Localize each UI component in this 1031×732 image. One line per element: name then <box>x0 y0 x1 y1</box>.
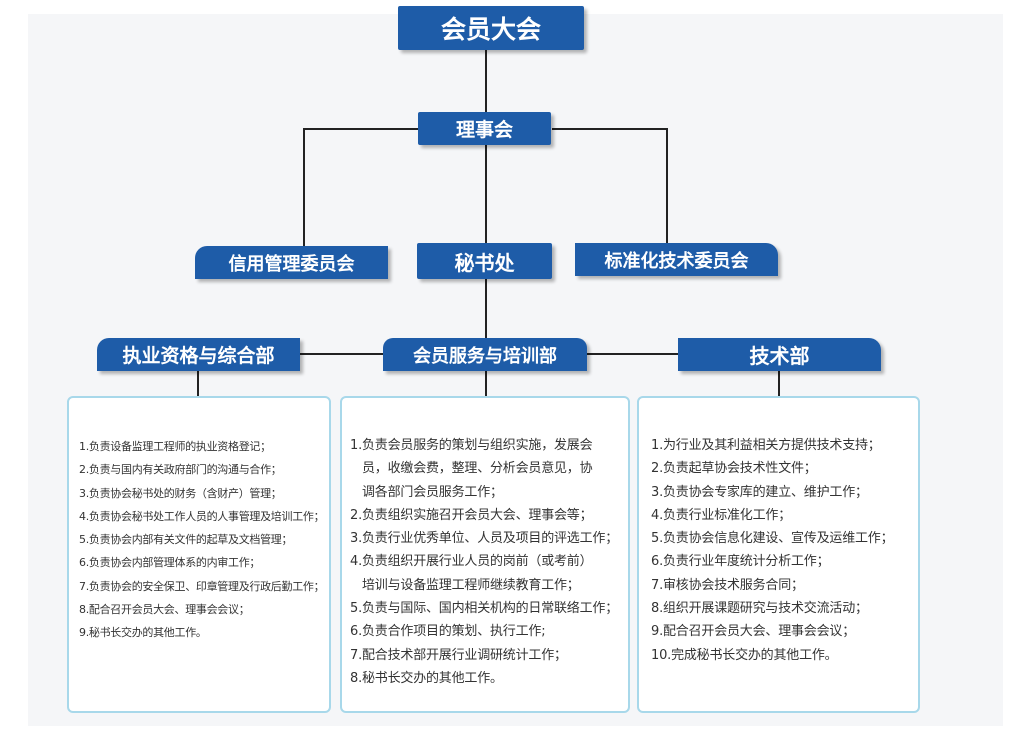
list-item: 9.配合召开会员大会、理事会会议； <box>651 624 856 640</box>
list-item: 1.负责会员服务的策划与组织实施，发展会 <box>350 438 593 453</box>
technology-dept-node: 技术部 <box>678 338 881 371</box>
council-node: 理事会 <box>418 112 551 145</box>
list-item: 培训与设备监理工程师继续教育工作； <box>362 577 580 593</box>
list-item: 9.秘书长交办的其他工作。 <box>79 626 207 640</box>
list-item: 2.负责起草协会技术性文件； <box>651 461 817 477</box>
list-item: 3.负责协会专家库的建立、维护工作； <box>651 484 868 500</box>
technology-duties-panel: 1.为行业及其利益相关方提供技术支持； 2.负责起草协会技术性文件； 3.负责协… <box>637 396 920 713</box>
list-item: 5.负责协会内部有关文件的起草及文档管理； <box>79 533 293 547</box>
member-service-duties-list: 1.负责会员服务的策划与组织实施，发展会 员，收缴会费，整理、分析会员意见，协 … <box>342 398 628 690</box>
list-item: 5.负责与国际、国内相关机构的日常联络工作； <box>350 601 619 617</box>
list-item: 调各部门会员服务工作； <box>362 484 503 500</box>
list-item: 6.负责合作项目的策划、执行工作; <box>350 624 546 640</box>
list-item: 2.负责与国内有关政府部门的沟通与合作； <box>79 463 282 477</box>
list-item: 8.组织开展课题研究与技术交流活动； <box>651 601 868 617</box>
standards-committee-node: 标准化技术委员会 <box>575 243 778 276</box>
list-item: 1.负责设备监理工程师的执业资格登记； <box>79 440 271 453</box>
secretariat-node: 秘书处 <box>417 243 552 279</box>
qualification-dept-node: 执业资格与综合部 <box>97 338 300 371</box>
list-item: 8.秘书长交办的其他工作。 <box>350 670 503 686</box>
list-item: 6.负责行业年度统计分析工作； <box>651 554 830 570</box>
list-item: 5.负责协会信息化建设、宣传及运维工作； <box>651 531 894 547</box>
list-item: 3.负责行业优秀单位、人员及项目的评选工作； <box>350 531 619 547</box>
list-item: 7.审核协会技术服务合同； <box>651 577 804 593</box>
member-service-duties-panel: 1.负责会员服务的策划与组织实施，发展会 员，收缴会费，整理、分析会员意见，协 … <box>340 396 630 713</box>
list-item: 1.为行业及其利益相关方提供技术支持； <box>651 438 881 453</box>
list-item: 2.负责组织实施召开会员大会、理事会等； <box>350 507 593 523</box>
qualification-duties-list: 1.负责设备监理工程师的执业资格登记； 2.负责与国内有关政府部门的沟通与合作；… <box>69 398 329 645</box>
list-item: 员，收缴会费，整理、分析会员意见，协 <box>362 461 593 477</box>
list-item: 7.负责协会的安全保卫、印章管理及行政后勤工作； <box>79 579 325 593</box>
list-item: 4.负责行业标准化工作； <box>651 507 792 523</box>
list-item: 6.负责协会内部管理体系的内审工作； <box>79 556 261 570</box>
qualification-duties-panel: 1.负责设备监理工程师的执业资格登记； 2.负责与国内有关政府部门的沟通与合作；… <box>67 396 331 713</box>
list-item: 4.负责组织开展行业人员的岗前（或考前） <box>350 554 593 570</box>
credit-committee-node: 信用管理委员会 <box>195 246 388 279</box>
member-service-dept-node: 会员服务与培训部 <box>383 338 587 371</box>
list-item: 8.配合召开会员大会、理事会会议； <box>79 603 250 617</box>
technology-duties-list: 1.为行业及其利益相关方提供技术支持； 2.负责起草协会技术性文件； 3.负责协… <box>639 398 918 667</box>
list-item: 10.完成秘书长交办的其他工作。 <box>651 647 838 663</box>
assembly-node: 会员大会 <box>398 6 584 50</box>
list-item: 7.配合技术部开展行业调研统计工作； <box>350 647 567 663</box>
list-item: 4.负责协会秘书处工作人员的人事管理及培训工作； <box>79 509 325 523</box>
list-item: 3.负责协会秘书处的财务（含财产）管理； <box>79 486 282 500</box>
